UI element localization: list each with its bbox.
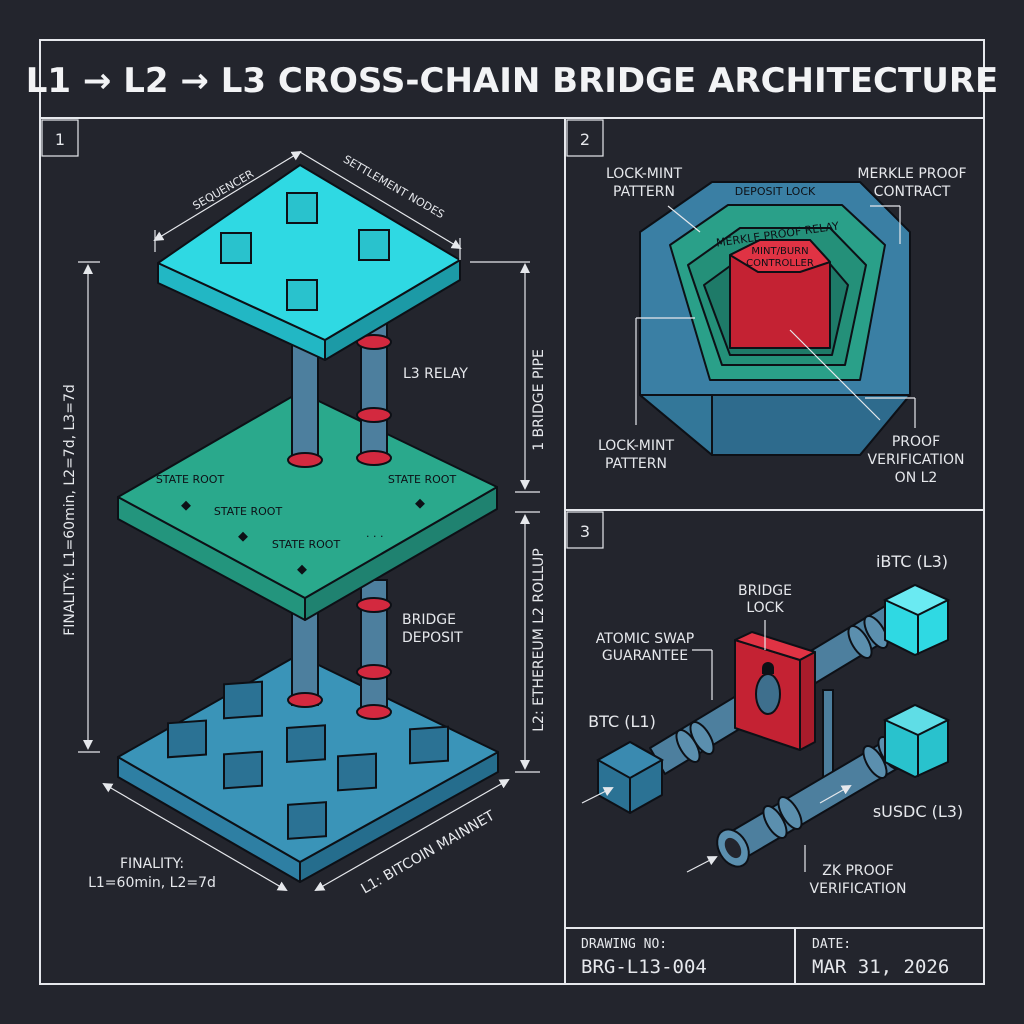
top-dimension-lines <box>153 150 462 260</box>
panel-1-number: 1 <box>55 130 65 149</box>
date-value: MAR 31, 2026 <box>812 956 949 978</box>
susdc-cube <box>882 703 951 778</box>
date-label: DATE: <box>812 937 851 952</box>
atomic-swap-label-2: GUARANTEE <box>602 648 688 664</box>
bridge-deposit-label-1: BRIDGE <box>402 612 456 628</box>
finality-label-1: FINALITY: <box>120 856 184 872</box>
main-pipe-collars <box>675 615 889 763</box>
panel-3-number-box: 3 <box>566 511 604 549</box>
merkle-contract-label-1: MERKLE PROOF <box>857 166 966 182</box>
pipe-opening <box>724 837 742 859</box>
panel-2-number: 2 <box>580 130 590 149</box>
state-root-label-2: STATE ROOT <box>214 505 283 518</box>
ibtc-label: iBTC (L3) <box>876 552 948 571</box>
zk-proof-label-1: ZK PROOF <box>822 863 893 879</box>
lock-mint-top-label-1: LOCK-MINT <box>606 166 683 182</box>
diagram-title: L1 → L2 → L3 CROSS-CHAIN BRIDGE ARCHITEC… <box>26 61 998 101</box>
panel-3-number: 3 <box>580 522 590 541</box>
deposit-lock-label: DEPOSIT LOCK <box>735 185 816 198</box>
mint-burn-label-2: CONTROLLER <box>746 258 814 269</box>
ibtc-cube <box>882 583 951 656</box>
state-root-label-4: STATE ROOT <box>388 473 457 486</box>
btc-cube <box>595 740 665 814</box>
zk-proof-label-2: VERIFICATION <box>810 881 907 897</box>
btc-label: BTC (L1) <box>588 712 656 731</box>
mint-burn-label-1: MINT/BURN <box>751 246 808 257</box>
state-root-label-1: STATE ROOT <box>156 473 225 486</box>
proof-verification-label-2: VERIFICATION <box>868 452 965 468</box>
title-block: DRAWING NO: BRG-L13-004 DATE: MAR 31, 20… <box>581 937 949 978</box>
susdc-label: sUSDC (L3) <box>873 802 963 821</box>
drawing-no-value: BRG-L13-004 <box>581 956 707 978</box>
state-root-markers <box>181 498 425 575</box>
state-root-ellipsis: · · · <box>366 530 383 543</box>
left-dimension-lines <box>78 261 100 753</box>
bridge-lock-label-1: BRIDGE <box>738 583 792 599</box>
pipe-collars <box>287 597 392 720</box>
lock-mint-bottom-label-2: PATTERN <box>605 456 667 472</box>
lock-mint-top-label-2: PATTERN <box>613 184 675 200</box>
finality-vertical-label: FINALITY: L1=60min, L2=7d, L3=7d <box>62 384 78 636</box>
right-dimension-lines <box>470 261 540 773</box>
finality-label-2: L1=60min, L2=7d <box>88 875 216 891</box>
l2-rollup-label: L2: ETHEREUM L2 ROLLUP <box>531 548 547 732</box>
l2-platform: STATE ROOT STATE ROOT STATE ROOT STATE R… <box>117 391 498 621</box>
panel-3-arrows <box>581 620 852 873</box>
l3-node-cubes <box>220 192 390 311</box>
lower-pipe-collars <box>716 736 903 868</box>
lock-mint-bottom-label-1: LOCK-MINT <box>598 438 675 454</box>
panel-1-number-box: 1 <box>41 119 79 157</box>
bridge-deposit-label-2: DEPOSIT <box>402 630 463 646</box>
proof-verification-label-3: ON L2 <box>895 470 938 486</box>
state-root-label-3: STATE ROOT <box>272 538 341 551</box>
bridge-lock-block <box>734 631 816 751</box>
bridge-pipe-label: 1 BRIDGE PIPE <box>531 349 547 451</box>
panel-3-atomic-swap: BRIDGE LOCK iBTC (L3) ATOMIC SWAP GUARAN… <box>581 552 963 897</box>
l3-relay-label: L3 RELAY <box>403 366 468 382</box>
panel-1-layer-stack: STATE ROOT STATE ROOT STATE ROOT STATE R… <box>62 150 547 897</box>
l3-platform <box>157 164 461 361</box>
atomic-swap-label-1: ATOMIC SWAP <box>596 631 694 647</box>
panel-2-number-box: 2 <box>566 119 604 157</box>
panel-2-callouts <box>635 205 916 428</box>
merkle-contract-label-2: CONTRACT <box>874 184 951 200</box>
proof-verification-label-1: PROOF <box>892 434 940 450</box>
panel-2-lock-mint-module: DEPOSIT LOCK MERKLE PROOF RELAY MINT/BUR… <box>598 166 967 486</box>
drawing-frame <box>39 39 985 985</box>
drawing-no-label: DRAWING NO: <box>581 937 667 952</box>
bottom-dimension-lines <box>102 779 510 892</box>
bridge-lock-label-2: LOCK <box>746 600 784 616</box>
